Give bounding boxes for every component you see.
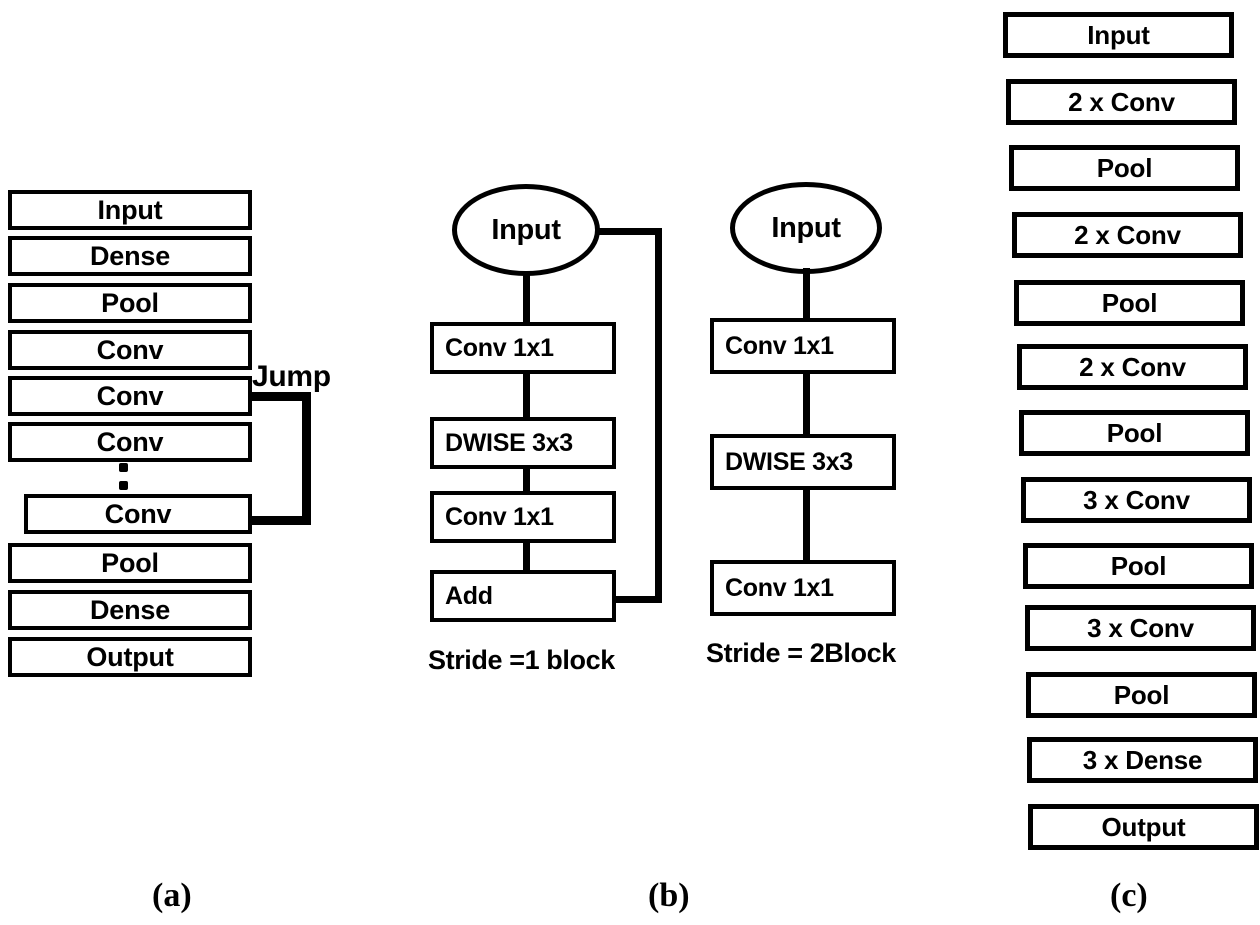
box-label: Conv 1x1 (445, 333, 554, 362)
box-label: Conv (96, 334, 164, 365)
box-label: 2 x Conv (1074, 220, 1181, 250)
box-label: Conv (104, 498, 172, 529)
connector-line (803, 370, 810, 438)
layer-box: Pool (1009, 145, 1240, 191)
layer-box: Pool (8, 283, 252, 323)
layer-box: 3 x Conv (1021, 477, 1252, 523)
layer-box: Conv (8, 422, 252, 462)
panel-caption-a: (a) (152, 877, 192, 914)
connector-line (523, 465, 530, 495)
layer-box: Conv (24, 494, 252, 534)
box-label: 2 x Conv (1079, 352, 1186, 382)
box-label: Input (1087, 20, 1150, 50)
box-label: Pool (1101, 288, 1158, 318)
box-label: Add (445, 581, 493, 610)
ellipsis-dot-icon (119, 481, 128, 490)
box-label: 3 x Conv (1087, 613, 1194, 643)
layer-box: Conv (8, 330, 252, 370)
layer-box: Pool (1014, 280, 1245, 326)
box-label: Dense (89, 594, 171, 625)
connector-line (803, 268, 810, 322)
box-label: DWISE 3x3 (445, 428, 573, 457)
block-box: Conv 1x1 (430, 322, 616, 374)
block-box: Conv 1x1 (710, 560, 896, 616)
box-label: Input (97, 194, 163, 225)
jump-bottom-segment (248, 516, 311, 525)
box-label: Conv (96, 380, 164, 411)
connector-line (523, 370, 530, 421)
box-label: Pool (101, 547, 159, 578)
box-label: Output (86, 641, 174, 672)
layer-box: 2 x Conv (1006, 79, 1237, 125)
box-label: Dense (89, 240, 171, 271)
skip-top-segment (598, 228, 662, 235)
box-label: Pool (101, 287, 159, 318)
box-label: Conv 1x1 (725, 573, 834, 602)
stride1-label: Stride =1 block (428, 645, 615, 675)
box-label: Output (1101, 812, 1186, 842)
box-label: Pool (1106, 418, 1163, 448)
layer-box: Conv (8, 376, 252, 416)
box-label: 3 x Dense (1082, 745, 1203, 775)
box-label: DWISE 3x3 (725, 447, 853, 476)
box-label: Conv (96, 426, 164, 457)
block-box: DWISE 3x3 (710, 434, 896, 490)
block-box: Conv 1x1 (710, 318, 896, 374)
stride2-label: Stride = 2Block (706, 638, 896, 668)
input-node: Input (452, 184, 600, 276)
box-label: Conv 1x1 (725, 331, 834, 360)
layer-box: Output (1028, 804, 1259, 850)
layer-box: Dense (8, 590, 252, 630)
connector-line (523, 272, 530, 326)
layer-box: Pool (8, 543, 252, 583)
box-label: Pool (1113, 680, 1170, 710)
connector-line (523, 539, 530, 574)
block-box: Add (430, 570, 616, 622)
box-label: Pool (1110, 551, 1167, 581)
box-label: 2 x Conv (1068, 87, 1175, 117)
layer-box: Input (8, 190, 252, 230)
box-label: 3 x Conv (1083, 485, 1190, 515)
panel-caption-c: (c) (1110, 877, 1148, 914)
layer-box: Pool (1019, 410, 1250, 456)
layer-box: 2 x Conv (1017, 344, 1248, 390)
layer-box: Pool (1023, 543, 1254, 589)
skip-vertical-segment (655, 228, 662, 603)
block-box: DWISE 3x3 (430, 417, 616, 469)
skip-bottom-segment (616, 596, 662, 603)
jump-top-segment (248, 392, 311, 401)
jump-vertical-segment (302, 392, 311, 525)
layer-box: 3 x Conv (1025, 605, 1256, 651)
ellipsis-dot-icon (119, 463, 128, 472)
block-box: Conv 1x1 (430, 491, 616, 543)
box-label: Pool (1096, 153, 1153, 183)
jump-label: Jump (252, 360, 331, 393)
layer-box: Input (1003, 12, 1234, 58)
layer-box: Dense (8, 236, 252, 276)
layer-box: 2 x Conv (1012, 212, 1243, 258)
box-label: Conv 1x1 (445, 502, 554, 531)
panel-caption-b: (b) (648, 877, 690, 914)
layer-box: Output (8, 637, 252, 677)
connector-line (803, 486, 810, 564)
layer-box: Pool (1026, 672, 1257, 718)
input-node: Input (730, 182, 882, 274)
layer-box: 3 x Dense (1027, 737, 1258, 783)
